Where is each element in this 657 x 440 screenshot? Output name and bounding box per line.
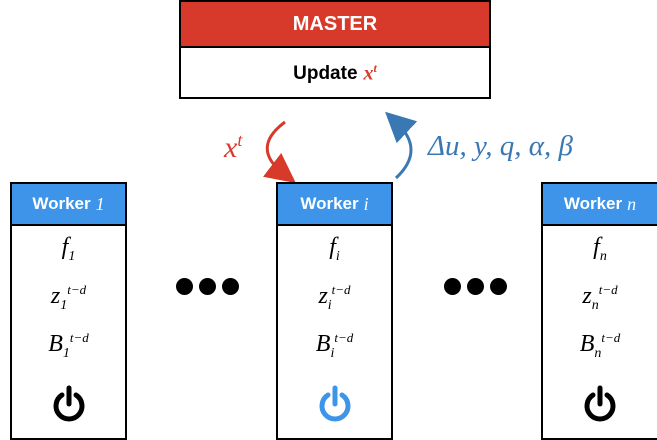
worker-n-b: Bnt−d [579, 330, 621, 361]
worker-i-b: Bit−d [315, 330, 354, 361]
send-arrow [262, 120, 296, 184]
worker-i-f: fi [329, 234, 340, 264]
worker-n-f: fn [593, 234, 607, 264]
receive-label: Δu, y, q, α, β [428, 130, 573, 162]
worker-1-z: z1t−d [50, 282, 87, 313]
worker-1-b: B1t−d [48, 330, 89, 361]
power-icon [584, 385, 616, 422]
send-label: xt [224, 130, 243, 164]
worker-1-f: f1 [61, 234, 76, 264]
worker-i-z: zit−d [318, 282, 351, 313]
master-box: MASTER Update xt [179, 0, 491, 99]
power-icon [53, 385, 84, 422]
master-body: Update xt [181, 48, 489, 99]
master-update-var: xt [363, 61, 377, 85]
power-icon [319, 385, 350, 422]
ellipsis-left [176, 278, 239, 295]
master-update-text: Update [293, 62, 358, 84]
ellipsis-right [444, 278, 507, 295]
master-header: MASTER [181, 2, 489, 48]
worker-n-z: znt−d [582, 282, 618, 313]
receive-arrow [385, 111, 418, 180]
